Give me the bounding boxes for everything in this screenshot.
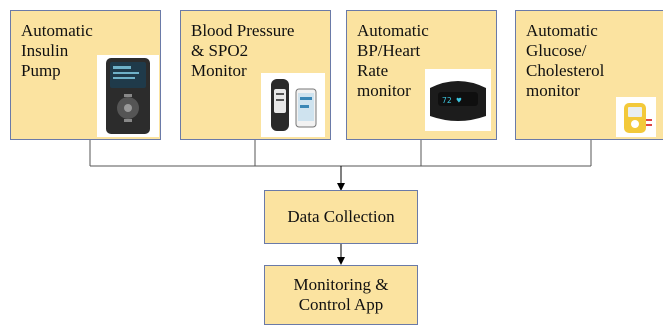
device-box-insulin-pump: Automatic Insulin Pump	[10, 10, 161, 140]
device-label-insulin-pump: Automatic Insulin Pump	[21, 21, 93, 80]
device-label-bp-heart: Automatic BP/Heart Rate monitor	[357, 21, 429, 100]
glucose-meter-icon	[616, 97, 656, 137]
monitoring-control-app-label: Monitoring & Control App	[293, 275, 389, 314]
device-box-bp-heart: Automatic BP/Heart Rate monitor 72 ♥	[346, 10, 497, 140]
insulin-pump-icon	[97, 55, 159, 137]
wrist-band-icon: 72 ♥	[425, 69, 491, 131]
data-collection-box: Data Collection	[264, 190, 418, 244]
device-label-glucose: Automatic Glucose/ Cholesterol monitor	[526, 21, 605, 100]
device-label-bp-spo2: Blood Pressure & SPO2 Monitor	[191, 21, 295, 80]
device-box-bp-spo2: Blood Pressure & SPO2 Monitor	[180, 10, 331, 140]
bp-spo2-monitor-icon	[261, 73, 325, 137]
svg-text:72 ♥: 72 ♥	[442, 96, 461, 105]
data-collection-label: Data Collection	[287, 207, 395, 226]
device-box-glucose: Automatic Glucose/ Cholesterol monitor	[515, 10, 663, 140]
monitoring-control-app-box: Monitoring & Control App	[264, 265, 418, 325]
